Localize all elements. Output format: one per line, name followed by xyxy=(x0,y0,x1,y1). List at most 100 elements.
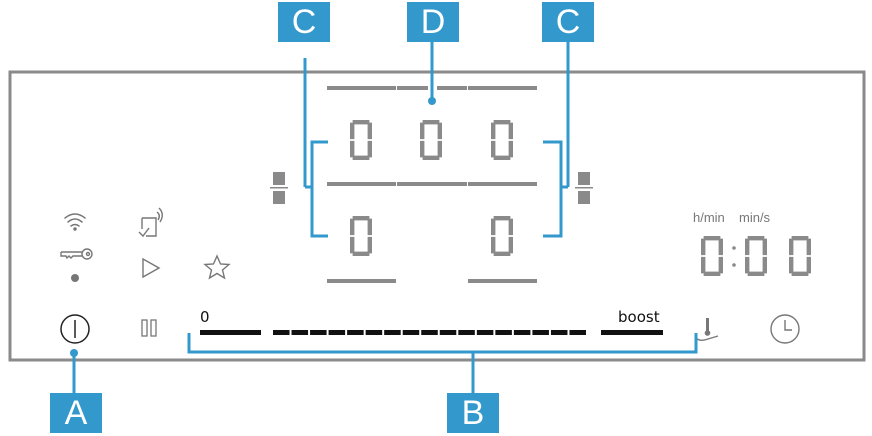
slider-segment[interactable] xyxy=(402,330,420,335)
digit-segment xyxy=(789,256,794,274)
digit-segment xyxy=(493,155,511,160)
callout-label-a: A xyxy=(50,393,102,433)
segment-bar xyxy=(468,182,537,186)
zone-digit-bottom-1: 0 xyxy=(350,216,372,256)
timer-digit-2: 0 xyxy=(745,236,767,276)
timer-clock-icon[interactable] xyxy=(770,314,800,344)
slider-segment[interactable] xyxy=(347,330,364,335)
pause-icon[interactable] xyxy=(141,319,157,337)
digit-segment xyxy=(493,120,511,125)
slider-segment[interactable] xyxy=(476,330,494,335)
zone-digit-top-3: 0 xyxy=(491,120,513,160)
digit-segment xyxy=(701,238,706,256)
callout-label-c-right: C xyxy=(542,2,594,42)
segment-bar xyxy=(437,86,467,90)
segment-bar xyxy=(468,86,537,90)
remote-start-icon[interactable] xyxy=(138,207,163,238)
zone-link-icon-left[interactable] xyxy=(270,172,288,204)
segment-bar xyxy=(327,279,396,283)
play-icon[interactable] xyxy=(142,257,161,279)
digit-segment xyxy=(508,122,513,140)
digit-segment xyxy=(420,140,425,158)
timer-unit-hmin: h/min xyxy=(693,210,725,225)
slider-segment[interactable] xyxy=(569,330,586,335)
slider-segment[interactable] xyxy=(328,330,346,335)
zone-middle-bars xyxy=(327,182,537,186)
power-icon[interactable] xyxy=(60,314,90,344)
digit-segment xyxy=(508,140,513,158)
centre-zone-top-bars xyxy=(327,86,537,90)
slider-segment[interactable] xyxy=(458,330,475,335)
timer-colon-dot xyxy=(732,263,736,267)
digit-segment xyxy=(789,238,794,256)
control-slider[interactable] xyxy=(200,330,663,335)
panel-outline xyxy=(8,70,866,362)
slider-segment[interactable] xyxy=(550,330,568,335)
timer-colon-dot xyxy=(732,246,736,250)
callout-label-d: D xyxy=(407,2,459,42)
digit-segment xyxy=(703,236,721,241)
slider-segment[interactable] xyxy=(439,330,457,335)
digit-segment xyxy=(701,256,706,274)
digit-segment xyxy=(350,218,355,236)
segment-bar xyxy=(397,182,467,186)
digit-segment xyxy=(350,140,355,158)
digit-segment xyxy=(806,238,811,256)
digit-segment xyxy=(367,218,372,236)
digit-segment xyxy=(491,236,496,254)
digit-segment xyxy=(762,256,767,274)
slider-segment[interactable] xyxy=(310,330,327,335)
digit-segment xyxy=(422,155,440,160)
slider-segment-boost[interactable] xyxy=(601,330,663,335)
slider-segment[interactable] xyxy=(291,330,309,335)
slider-segment[interactable] xyxy=(495,330,512,335)
slider-segment[interactable] xyxy=(384,330,401,335)
wifi-icon xyxy=(64,213,86,231)
digit-segment xyxy=(508,236,513,254)
segment-bar xyxy=(468,279,537,283)
digit-segment xyxy=(352,251,370,256)
slider-segment-min[interactable] xyxy=(200,330,261,335)
digit-segment xyxy=(352,216,370,221)
digit-segment xyxy=(493,251,511,256)
digit-segment xyxy=(491,140,496,158)
callout-dot-d xyxy=(428,97,436,105)
frying-sensor-icon[interactable] xyxy=(695,318,719,341)
digit-segment xyxy=(791,271,809,276)
slider-segment[interactable] xyxy=(513,330,531,335)
digit-segment xyxy=(491,218,496,236)
digit-segment xyxy=(367,122,372,140)
digit-segment xyxy=(437,122,442,140)
slider-segment[interactable] xyxy=(532,330,549,335)
key-lock-icon[interactable] xyxy=(60,248,93,260)
digit-segment xyxy=(806,256,811,274)
callout-bracket-c-left xyxy=(305,140,328,238)
slider-segment[interactable] xyxy=(421,330,438,335)
slider-min-label: 0 xyxy=(200,308,210,326)
digit-segment xyxy=(718,238,723,256)
digit-segment xyxy=(508,218,513,236)
callout-bracket-c-right xyxy=(543,140,568,238)
slider-max-label: boost xyxy=(618,308,660,326)
timer-digit-3: 0 xyxy=(789,236,811,276)
slider-segment[interactable] xyxy=(273,330,290,335)
timer-digit-1: 0 xyxy=(701,236,723,276)
segment-bar xyxy=(327,86,396,90)
digit-segment xyxy=(762,238,767,256)
digit-segment xyxy=(367,236,372,254)
indicator-dot-icon xyxy=(71,274,79,282)
zone-link-icon-right[interactable] xyxy=(575,172,593,204)
callout-bracket-b xyxy=(187,333,698,354)
callout-label-b: B xyxy=(447,393,499,433)
digit-segment xyxy=(747,271,765,276)
digit-segment xyxy=(747,236,765,241)
slider-segment[interactable] xyxy=(365,330,383,335)
digit-segment xyxy=(422,120,440,125)
digit-segment xyxy=(491,122,496,140)
favourite-star-icon[interactable] xyxy=(203,254,231,280)
digit-segment xyxy=(352,120,370,125)
zone-bottom-bars xyxy=(327,279,537,283)
timer-digits: 000 xyxy=(701,236,811,276)
